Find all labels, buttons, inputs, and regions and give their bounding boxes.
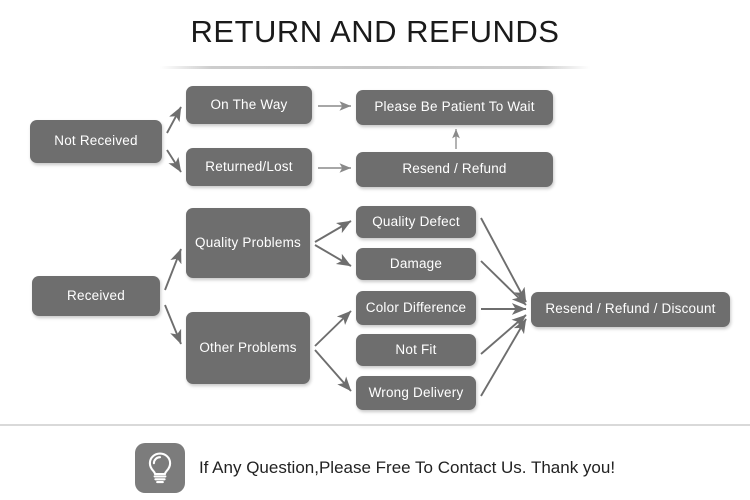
- node-on-the-way[interactable]: On The Way: [186, 86, 312, 124]
- edge-not-received-to-on-the-way: [166, 106, 182, 134]
- edge-quality-problems-to-damage: [314, 244, 352, 267]
- page-title: RETURN AND REFUNDS: [190, 14, 560, 49]
- node-quality-problems[interactable]: Quality Problems: [186, 208, 310, 278]
- edge-damage-to-final: [480, 260, 527, 306]
- edge-wrong-delivery-to-final: [480, 318, 527, 397]
- node-please-be-patient-to-wait[interactable]: Please Be Patient To Wait: [356, 90, 553, 125]
- footer-divider: [0, 424, 750, 426]
- title-divider: [160, 66, 590, 69]
- edge-not-fit-to-final: [480, 314, 527, 355]
- edge-not-received-to-returned-lost: [166, 149, 182, 173]
- footer: If Any Question,Please Free To Contact U…: [0, 436, 750, 500]
- flowchart: Not Received On The Way Returned/Lost Pl…: [30, 86, 730, 410]
- edge-other-problems-to-wrong-delivery: [314, 349, 352, 392]
- node-damage[interactable]: Damage: [356, 248, 476, 280]
- edge-quality-problems-to-quality-defect: [314, 220, 352, 243]
- node-quality-defect[interactable]: Quality Defect: [356, 206, 476, 238]
- node-not-received[interactable]: Not Received: [30, 120, 162, 163]
- node-resend-refund-discount[interactable]: Resend / Refund / Discount: [531, 292, 730, 327]
- edge-received-to-quality-problems: [164, 248, 182, 291]
- edge-other-problems-to-color-difference: [314, 310, 352, 347]
- node-other-problems[interactable]: Other Problems: [186, 312, 310, 384]
- edge-received-to-other-problems: [164, 304, 182, 345]
- node-not-fit[interactable]: Not Fit: [356, 334, 476, 366]
- footer-text: If Any Question,Please Free To Contact U…: [198, 458, 616, 477]
- node-color-difference[interactable]: Color Difference: [356, 291, 476, 325]
- lightbulb-icon: [134, 443, 185, 493]
- node-returned-lost[interactable]: Returned/Lost: [186, 148, 312, 186]
- node-resend-refund[interactable]: Resend / Refund: [356, 152, 553, 187]
- edge-quality-defect-to-final: [480, 217, 527, 303]
- node-wrong-delivery[interactable]: Wrong Delivery: [356, 376, 476, 410]
- node-received[interactable]: Received: [32, 276, 160, 316]
